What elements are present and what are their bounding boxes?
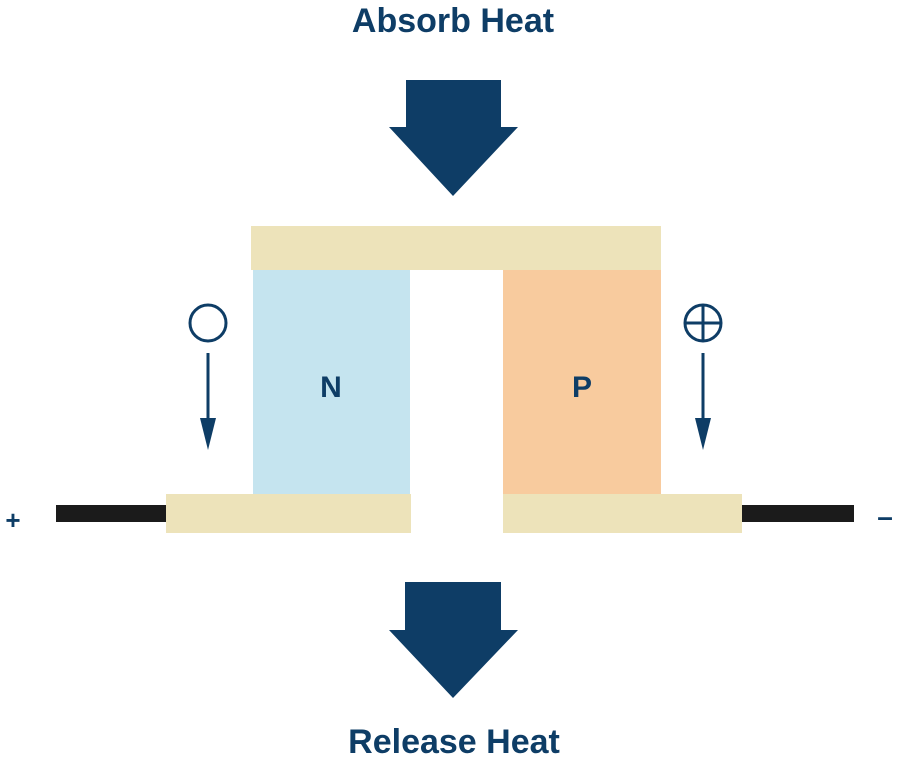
hole-circle-plus-icon xyxy=(683,303,723,343)
absorb-heat-arrow-icon xyxy=(389,80,518,196)
left-wire xyxy=(56,505,166,522)
electron-circle-icon xyxy=(188,303,228,343)
bottom-left-plate xyxy=(166,494,411,533)
p-type-label: P xyxy=(572,371,592,404)
left-down-arrow-icon xyxy=(200,353,216,450)
right-down-arrow-icon xyxy=(695,353,711,450)
release-heat-label: Release Heat xyxy=(348,723,560,757)
n-type-label: N xyxy=(320,371,342,404)
absorb-heat-label: Absorb Heat xyxy=(352,2,554,40)
positive-terminal-label: + xyxy=(5,505,20,535)
right-wire xyxy=(742,505,854,522)
release-heat-arrow-icon xyxy=(389,582,518,698)
negative-terminal-label: – xyxy=(877,501,893,532)
n-type-block xyxy=(253,270,410,495)
bottom-right-plate xyxy=(503,494,742,533)
p-type-block xyxy=(503,270,661,495)
top-plate xyxy=(251,226,661,270)
